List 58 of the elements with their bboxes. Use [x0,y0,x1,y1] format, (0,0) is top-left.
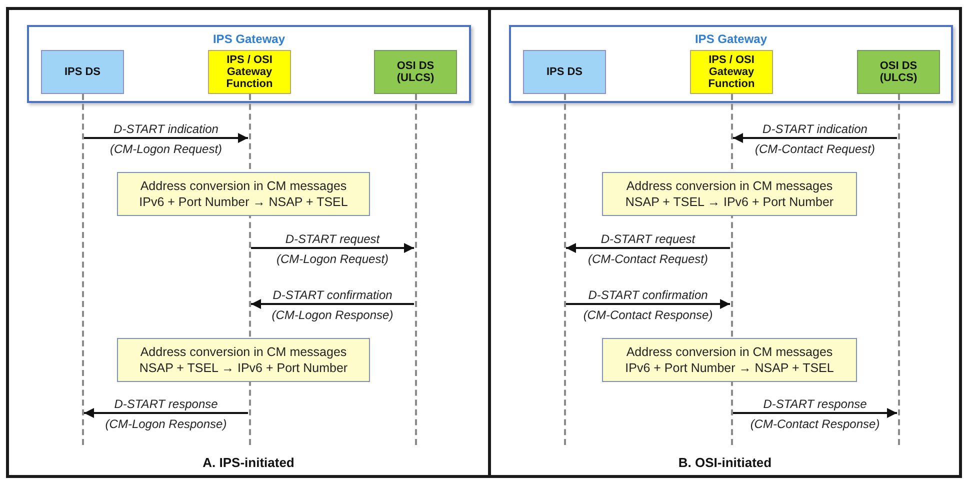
message-arrow [251,243,414,253]
note-text: Address conversion in CM messages [140,178,347,194]
participant-label: IPS DS [546,66,583,78]
lifeline [898,94,900,445]
gateway-box [509,25,953,103]
note-box [117,338,370,382]
participant-box [523,50,606,94]
note-box [602,172,857,216]
participant-box [374,50,457,94]
participant-label: IPS / OSI Gateway Function [707,54,756,90]
note-text: NSAP + TSEL → IPv6 + Port Number [625,194,834,210]
edge-label: D-START request [598,232,698,246]
edge-label: D-START request [283,232,382,246]
message-arrow [84,408,248,418]
panel-caption: B. OSI-initiated [678,455,772,470]
note-text: IPv6 + Port Number → NSAP + TSEL [139,194,348,210]
message-subtitle: (CM-Contact Response) [748,417,882,431]
note-text: Address conversion in CM messages [626,178,833,194]
participant-box [208,50,291,94]
message-subtitle: (CM-Logon Response) [103,417,229,431]
participant-box [690,50,773,94]
panel-caption: A. IPS-initiated [202,455,294,470]
note-text: IPv6 + Port Number → NSAP + TSEL [625,360,834,376]
edge-label: D-START indication [760,122,870,136]
edge-label: D-START response [761,397,869,411]
lifeline [414,94,418,445]
message-arrow [251,299,414,309]
edge-label: D-START confirmation [270,288,394,302]
message-arrow [733,133,897,143]
participant-label: IPS / OSI Gateway Function [225,54,274,90]
note-box [602,338,857,382]
message-subtitle: (CM-Contact Request) [586,252,710,266]
participant-box [41,50,124,94]
message-subtitle: (CM-Contact Request) [752,142,878,156]
message-subtitle: (CM-Contact Response) [581,308,715,322]
participant-label: OSI DS (ULCS) [396,60,436,84]
gateway-title: IPS Gateway [212,32,286,46]
note-text: Address conversion in CM messages [626,344,833,360]
note-text: Address conversion in CM messages [140,344,347,360]
gateway-title: IPS Gateway [694,32,768,46]
edge-label: D-START response [112,397,220,411]
participant-box [857,50,940,94]
message-subtitle: (CM-Logon Response) [270,308,396,322]
gateway-box [27,25,471,103]
message-arrow [566,243,730,253]
participant-label: OSI DS (ULCS) [878,60,918,84]
message-subtitle: (CM-Logon Request) [274,252,391,266]
lifeline [82,94,84,445]
message-subtitle: (CM-Logon Request) [108,142,224,156]
message-arrow [733,408,897,418]
message-arrow [84,133,248,143]
edge-label: D-START indication [112,122,220,136]
participant-label: IPS DS [64,66,101,78]
lifeline [564,94,566,445]
note-text: NSAP + TSEL → IPv6 + Port Number [139,360,348,376]
edge-label: D-START confirmation [586,288,710,302]
message-arrow [566,299,730,309]
note-box [117,172,370,216]
